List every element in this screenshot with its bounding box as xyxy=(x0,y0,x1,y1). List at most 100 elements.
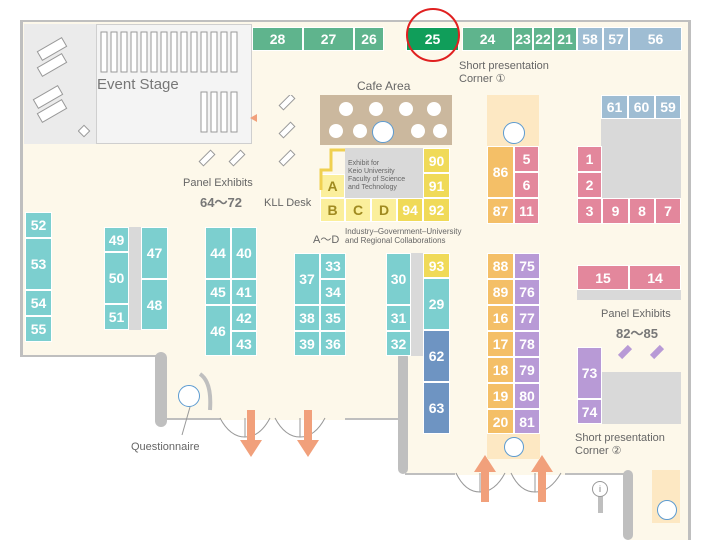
booth-51[interactable]: 51 xyxy=(104,304,129,330)
industry-label: Industry–Government–University and Regio… xyxy=(345,227,462,245)
booth-18[interactable]: 18 xyxy=(487,357,514,383)
booth-61[interactable]: 61 xyxy=(601,95,628,119)
wall-right xyxy=(688,20,691,540)
booth-27[interactable]: 27 xyxy=(303,27,354,51)
right-block-gray xyxy=(601,118,681,198)
questionnaire-stand-icon xyxy=(198,372,213,411)
keio-line-2: Keio University xyxy=(348,168,395,175)
booth-73[interactable]: 73 xyxy=(577,347,602,399)
booth-91[interactable]: 91 xyxy=(423,173,450,198)
booth-32[interactable]: 32 xyxy=(386,331,411,356)
booth-D[interactable]: D xyxy=(371,198,397,222)
short-pres-2-line2: Corner ② xyxy=(575,445,622,457)
booth-1[interactable]: 1 xyxy=(577,146,602,172)
booth-29[interactable]: 29 xyxy=(423,278,450,330)
booth-37[interactable]: 37 xyxy=(294,253,320,305)
booth-19[interactable]: 19 xyxy=(487,383,514,409)
booth-62[interactable]: 62 xyxy=(423,330,450,382)
booth-53[interactable]: 53 xyxy=(25,238,52,290)
booth-54[interactable]: 54 xyxy=(25,290,52,316)
column-49-gray xyxy=(129,227,141,330)
wall-bottom-seg4 xyxy=(565,473,628,475)
booth-23[interactable]: 23 xyxy=(513,27,533,51)
booth-25-highlight-circle xyxy=(406,8,460,62)
info-icon[interactable]: i xyxy=(592,481,608,497)
booth-42[interactable]: 42 xyxy=(231,305,257,331)
divider-gray-15-14 xyxy=(577,288,681,300)
booth-89[interactable]: 89 xyxy=(487,279,514,305)
booth-2[interactable]: 2 xyxy=(577,172,602,198)
booth-90[interactable]: 90 xyxy=(423,148,450,173)
booth-48[interactable]: 48 xyxy=(141,279,168,330)
booth-16[interactable]: 16 xyxy=(487,305,514,331)
booth-92[interactable]: 92 xyxy=(423,198,450,222)
exit-arrow-1 xyxy=(474,455,496,502)
booth-50[interactable]: 50 xyxy=(104,252,129,304)
booth-31[interactable]: 31 xyxy=(386,305,411,331)
panel-exhibits-left-range: 64〜72 xyxy=(200,195,242,210)
booth-81[interactable]: 81 xyxy=(514,409,540,434)
wall-bottom-seg3 xyxy=(405,473,455,475)
booth-44[interactable]: 44 xyxy=(205,227,231,279)
booth-22[interactable]: 22 xyxy=(533,27,553,51)
booth-58[interactable]: 58 xyxy=(577,27,603,51)
booth-93[interactable]: 93 xyxy=(423,253,450,278)
booth-17[interactable]: 17 xyxy=(487,331,514,357)
booth-47[interactable]: 47 xyxy=(141,227,168,279)
wall-bottom-seg2 xyxy=(345,418,405,420)
booth-60[interactable]: 60 xyxy=(628,95,655,119)
booth-20[interactable]: 20 xyxy=(487,409,514,434)
booth-8[interactable]: 8 xyxy=(629,198,655,224)
industry-line-2: and Regional Collaborations xyxy=(345,236,446,245)
booth-7[interactable]: 7 xyxy=(655,198,681,224)
booth-5[interactable]: 5 xyxy=(514,146,539,172)
booth-28[interactable]: 28 xyxy=(252,27,303,51)
booth-24[interactable]: 24 xyxy=(462,27,513,51)
booth-34[interactable]: 34 xyxy=(320,279,346,305)
booth-38[interactable]: 38 xyxy=(294,305,320,331)
booth-39[interactable]: 39 xyxy=(294,331,320,356)
booth-78[interactable]: 78 xyxy=(514,331,540,357)
booth-80[interactable]: 80 xyxy=(514,383,540,409)
booth-74[interactable]: 74 xyxy=(577,399,602,424)
booth-45[interactable]: 45 xyxy=(205,279,231,305)
booth-46[interactable]: 46 xyxy=(205,305,231,356)
booth-59[interactable]: 59 xyxy=(655,95,681,119)
booth-40[interactable]: 40 xyxy=(231,227,257,279)
booth-52[interactable]: 52 xyxy=(25,212,52,238)
stage-seating-icon xyxy=(100,31,238,133)
booth-3[interactable]: 3 xyxy=(577,198,602,224)
booth-14[interactable]: 14 xyxy=(629,265,681,290)
booth-35[interactable]: 35 xyxy=(320,305,346,331)
booth-26[interactable]: 26 xyxy=(354,27,384,51)
booth-77[interactable]: 77 xyxy=(514,305,540,331)
booth-79[interactable]: 79 xyxy=(514,357,540,383)
booth-75[interactable]: 75 xyxy=(514,253,540,279)
kll-desk-label: KLL Desk xyxy=(264,197,312,209)
booth-76[interactable]: 76 xyxy=(514,279,540,305)
booth-9[interactable]: 9 xyxy=(602,198,629,224)
booth-87[interactable]: 87 xyxy=(487,198,514,224)
booth-49[interactable]: 49 xyxy=(104,227,129,252)
booth-43[interactable]: 43 xyxy=(231,331,257,356)
booth-30[interactable]: 30 xyxy=(386,253,411,305)
booth-86[interactable]: 86 xyxy=(487,146,514,198)
booth-55[interactable]: 55 xyxy=(25,316,52,342)
booth-15[interactable]: 15 xyxy=(577,265,629,290)
booth-41[interactable]: 41 xyxy=(231,279,257,305)
booth-88[interactable]: 88 xyxy=(487,253,514,279)
short-pres-2-screen-icon xyxy=(657,500,677,520)
booth-11[interactable]: 11 xyxy=(514,198,539,224)
questionnaire-icon[interactable] xyxy=(178,385,200,407)
booth-33[interactable]: 33 xyxy=(320,253,346,279)
booth-57[interactable]: 57 xyxy=(603,27,629,51)
booth-6[interactable]: 6 xyxy=(514,172,539,198)
booth-63[interactable]: 63 xyxy=(423,382,450,434)
booth-C[interactable]: C xyxy=(345,198,371,222)
booth-36[interactable]: 36 xyxy=(320,331,346,356)
booth-21[interactable]: 21 xyxy=(553,27,577,51)
booth-B[interactable]: B xyxy=(320,198,345,222)
industry-line-1: Industry–Government–University xyxy=(345,227,462,236)
booth-56[interactable]: 56 xyxy=(629,27,682,51)
booth-94[interactable]: 94 xyxy=(397,198,423,222)
